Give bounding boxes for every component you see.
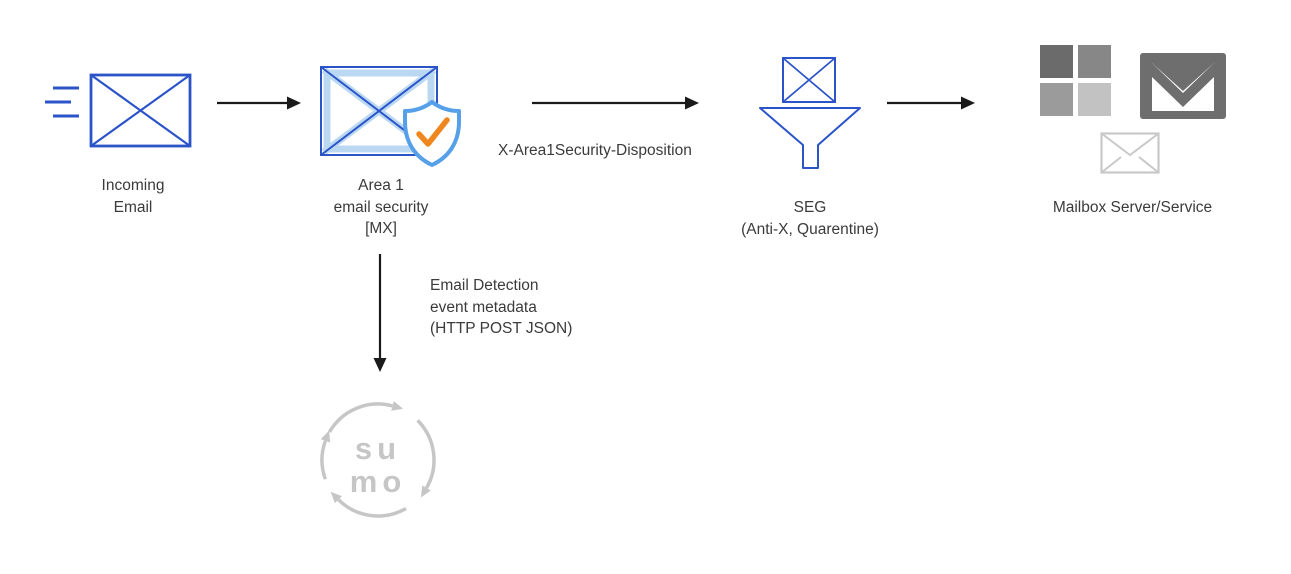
microsoft-logo-icon (1040, 45, 1111, 116)
detection-edge-label-line1: Email Detection (430, 277, 539, 294)
arrow-area1-to-seg (532, 96, 699, 110)
detection-edge-label-line2: event metadata (430, 298, 537, 316)
seg-label-line2: (Anti-X, Quarentine) (741, 220, 879, 238)
area1-label-line1: Area 1 (358, 177, 404, 194)
small-envelope-icon (1100, 132, 1160, 174)
area1-label-line3: [MX] (365, 220, 397, 237)
seg-label: SEG (Anti-X, Quarentine) (722, 197, 898, 240)
incoming-email-label-line2: Email (113, 198, 153, 216)
incoming-email-envelope-icon (45, 73, 192, 148)
sumo-word-bottom: mo (350, 464, 407, 499)
area1-label: Area 1 email security [MX] (306, 175, 456, 240)
envelope-shield-check-icon (320, 66, 461, 167)
incoming-email-label-line1: Incoming (101, 177, 165, 194)
mailbox-label: Mailbox Server/Service (1052, 199, 1213, 216)
gmail-envelope-icon (1140, 53, 1226, 119)
sumo-word-top: su (355, 431, 401, 466)
arrow-area1-to-sumo (373, 254, 387, 372)
seg-label-line1: SEG (793, 199, 827, 216)
incoming-email-label: Incoming Email (58, 175, 208, 218)
area1-label-line2: email security (333, 198, 429, 216)
check-icon (416, 117, 450, 147)
disposition-edge-label: X-Area1Security-Disposition (498, 142, 692, 159)
envelope-funnel-icon (759, 57, 861, 169)
detection-edge-label-line3: (HTTP POST JSON) (430, 320, 573, 337)
sumo-logic-logo-icon: su mo (320, 401, 436, 518)
detection-edge-label: Email Detection event metadata (HTTP POS… (430, 275, 650, 340)
arrow-incoming-to-area1 (217, 96, 301, 110)
arrow-seg-to-mailbox (887, 96, 975, 110)
